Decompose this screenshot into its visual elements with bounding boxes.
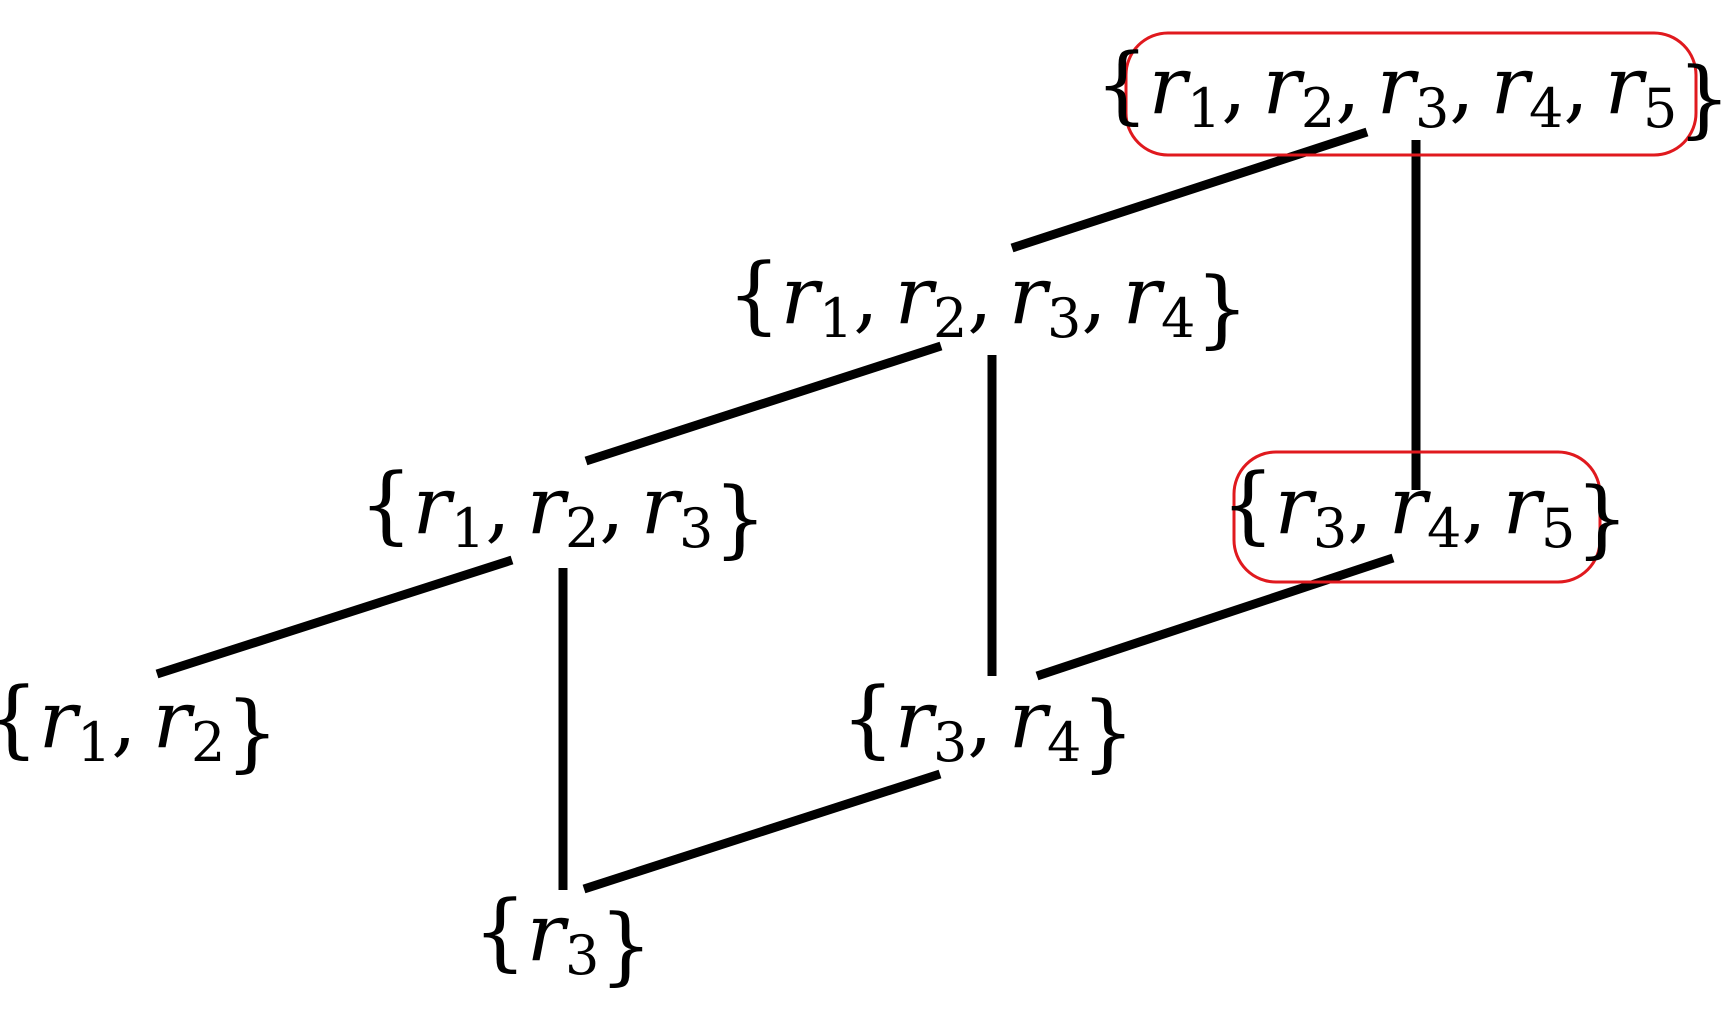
set-element-subscript: 1: [819, 287, 853, 350]
set-element-variable: r: [895, 249, 938, 342]
set-element-subscript: 1: [1187, 77, 1221, 140]
node-r123: {r1, r2, r3}: [359, 455, 767, 567]
set-element-subscript: 2: [191, 711, 225, 774]
highlight-box-r12345: [1124, 31, 1698, 157]
separator: ,: [1335, 39, 1376, 132]
separator: ,: [967, 673, 1008, 766]
separator: ,: [1221, 39, 1262, 132]
set-element-variable: r: [1389, 459, 1432, 552]
set-element-subscript: 3: [1047, 287, 1081, 350]
open-brace: {: [841, 669, 894, 767]
set-element-variable: r: [1009, 249, 1052, 342]
close-brace: }: [1575, 469, 1628, 567]
separator: ,: [1081, 249, 1122, 342]
open-brace: {: [727, 245, 780, 343]
close-brace: }: [1195, 259, 1248, 357]
open-brace: {: [473, 882, 526, 980]
close-brace: }: [1081, 683, 1134, 781]
edge-r3-to-r34: [582, 769, 942, 894]
set-element-subscript: 3: [1313, 497, 1347, 560]
highlights-layer: [1124, 31, 1698, 584]
set-element-variable: r: [413, 459, 456, 552]
set-element-variable: r: [1605, 39, 1648, 132]
edge-r1234-to-r12345: [1010, 127, 1369, 253]
edges-layer: [155, 127, 1421, 894]
set-element-variable: r: [641, 459, 684, 552]
set-element-variable: r: [781, 249, 824, 342]
set-element-subscript: 4: [1529, 77, 1563, 140]
close-brace: }: [225, 683, 278, 781]
separator: ,: [1449, 39, 1490, 132]
close-brace: }: [599, 896, 652, 994]
set-element-variable: r: [1377, 39, 1420, 132]
set-element-subscript: 3: [565, 924, 599, 987]
edge-r34-to-r345: [1035, 553, 1395, 681]
node-r12: {r1, r2}: [0, 669, 279, 781]
node-r3: {r3}: [473, 882, 653, 994]
set-element-variable: r: [1503, 459, 1546, 552]
edge-r12-to-r123: [155, 555, 514, 679]
set-element-variable: r: [1275, 459, 1318, 552]
set-element-variable: r: [1491, 39, 1534, 132]
set-element-subscript: 4: [1427, 497, 1461, 560]
set-element-subscript: 3: [933, 711, 967, 774]
highlight-box-r345: [1232, 450, 1602, 584]
set-element-variable: r: [1123, 249, 1166, 342]
separator: ,: [1347, 459, 1388, 552]
set-element-subscript: 2: [933, 287, 967, 350]
separator: ,: [485, 459, 526, 552]
node-r34: {r3, r4}: [841, 669, 1135, 781]
separator: ,: [853, 249, 894, 342]
set-element-subscript: 5: [1541, 497, 1575, 560]
set-element-subscript: 4: [1161, 287, 1195, 350]
close-brace: }: [713, 469, 766, 567]
set-element-subscript: 1: [77, 711, 111, 774]
set-element-variable: r: [1263, 39, 1306, 132]
set-element-variable: r: [1149, 39, 1192, 132]
node-r345: {r3, r4, r5}: [1221, 455, 1629, 567]
node-r12345: {r1, r2, r3, r4, r5}: [1095, 35, 1726, 147]
open-brace: {: [359, 455, 412, 553]
set-element-variable: r: [153, 673, 196, 766]
separator: ,: [111, 673, 152, 766]
separator: ,: [1563, 39, 1604, 132]
set-element-subscript: 3: [679, 497, 713, 560]
set-element-variable: r: [895, 673, 938, 766]
separator: ,: [1461, 459, 1502, 552]
set-element-subscript: 1: [451, 497, 485, 560]
open-brace: {: [1095, 35, 1148, 133]
open-brace: {: [0, 669, 39, 767]
set-element-variable: r: [527, 886, 570, 979]
nodes-layer: {r1, r2, r3, r4, r5}{r1, r2, r3, r4}{r1,…: [0, 35, 1726, 994]
open-brace: {: [1221, 455, 1274, 553]
set-element-variable: r: [1009, 673, 1052, 766]
set-element-subscript: 4: [1047, 711, 1081, 774]
set-element-subscript: 5: [1643, 77, 1677, 140]
edge-r123-to-r1234: [584, 341, 943, 466]
set-element-variable: r: [39, 673, 82, 766]
set-element-subscript: 2: [1301, 77, 1335, 140]
close-brace: }: [1677, 49, 1726, 147]
node-r1234: {r1, r2, r3, r4}: [727, 245, 1249, 357]
set-element-variable: r: [527, 459, 570, 552]
set-element-subscript: 2: [565, 497, 599, 560]
separator: ,: [599, 459, 640, 552]
set-element-subscript: 3: [1415, 77, 1449, 140]
separator: ,: [967, 249, 1008, 342]
